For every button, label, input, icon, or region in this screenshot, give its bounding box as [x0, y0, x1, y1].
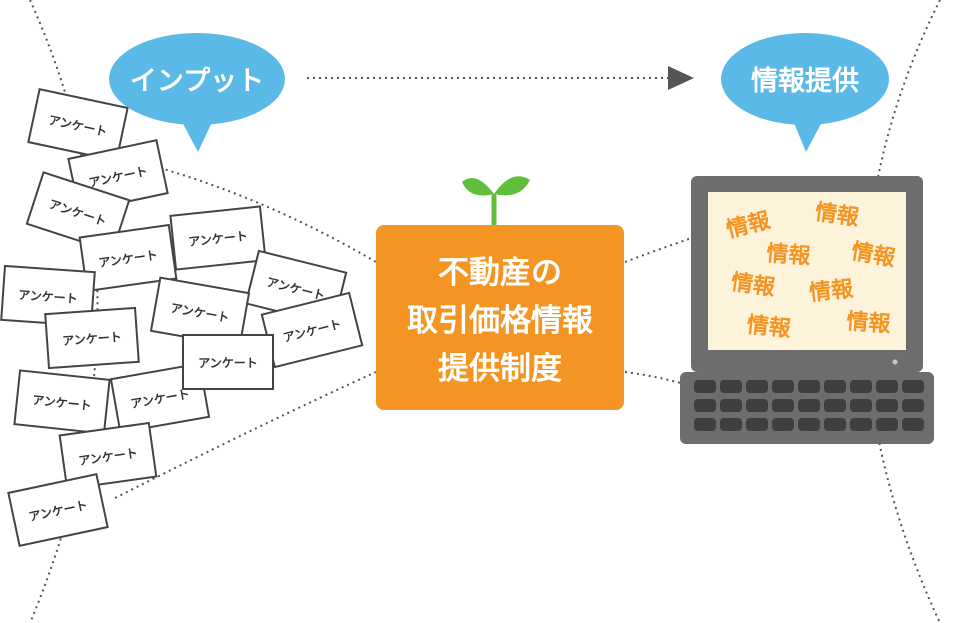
center-system-box: 不動産の 取引価格情報 提供制度 — [376, 225, 624, 410]
keyboard-key — [902, 418, 924, 431]
center-box-line-1: 不動産の — [438, 255, 562, 291]
keyboard-key — [902, 399, 924, 412]
keyboard-key — [798, 399, 820, 412]
keyboard-key — [720, 399, 742, 412]
keyboard-key — [798, 418, 820, 431]
screen-info-word: 情報 — [846, 309, 893, 338]
survey-card: アンケート — [260, 291, 364, 369]
survey-card-label: アンケート — [62, 330, 122, 348]
survey-card-label: アンケート — [32, 393, 93, 413]
funnel-line-upper-left — [159, 167, 377, 263]
survey-card: アンケート — [27, 88, 129, 162]
keyboard-key — [876, 380, 898, 393]
survey-card: アンケート — [0, 264, 96, 328]
survey-card: アンケート — [78, 223, 178, 293]
survey-card-label: アンケート — [188, 229, 249, 249]
keyboard-key — [746, 380, 768, 393]
survey-card: アンケート — [44, 306, 140, 370]
keyboard-key — [746, 399, 768, 412]
keyboard-key — [824, 399, 846, 412]
survey-card: アンケート — [7, 473, 109, 547]
keyboard-key — [798, 380, 820, 393]
keyboard-key — [850, 418, 872, 431]
keyboard-key — [824, 418, 846, 431]
keyboard-key — [876, 418, 898, 431]
screen-info-word: 情報 — [745, 312, 792, 343]
keyboard-key — [876, 399, 898, 412]
survey-card: アンケート — [58, 421, 158, 491]
laptop-indicator — [892, 359, 898, 365]
survey-card: アンケート — [169, 205, 267, 271]
keyboard-key — [902, 380, 924, 393]
center-box-line-2: 取引価格情報 — [407, 303, 594, 339]
keyboard-key — [694, 399, 716, 412]
output-bubble-label: 情報提供 — [751, 66, 859, 97]
survey-card: アンケート — [149, 276, 251, 348]
survey-card-stack: アンケートアンケートアンケートアンケートアンケートアンケートアンケートアンケート… — [0, 88, 364, 547]
survey-card: アンケート — [25, 171, 131, 253]
keyboard-key — [694, 380, 716, 393]
input-bubble: インプット — [109, 33, 285, 152]
keyboard-key — [720, 418, 742, 431]
laptop-icon: 情報情報情報情報情報情報情報情報 — [680, 176, 934, 444]
screen-info-word: 情報 — [808, 276, 855, 307]
funnel-line-lower-left — [114, 371, 377, 499]
laptop-keyboard — [694, 380, 924, 431]
center-box-line-3: 提供制度 — [438, 351, 562, 387]
survey-card: アンケート — [13, 369, 111, 435]
keyboard-key — [850, 399, 872, 412]
keyboard-key — [850, 380, 872, 393]
survey-card-label: アンケート — [198, 356, 258, 370]
sprout-icon — [462, 176, 530, 227]
survey-card: アンケート — [182, 334, 274, 390]
flow-arrowhead-icon — [668, 66, 694, 90]
output-bubble: 情報提供 — [721, 33, 889, 152]
keyboard-key — [746, 418, 768, 431]
screen-info-word: 情報 — [813, 199, 861, 231]
survey-card-label: アンケート — [18, 288, 78, 306]
keyboard-key — [772, 380, 794, 393]
keyboard-key — [720, 380, 742, 393]
laptop-screen — [708, 192, 906, 350]
screen-info-word: 情報 — [729, 269, 777, 301]
input-bubble-label: インプット — [130, 66, 264, 97]
left-dotted-arc — [29, 0, 99, 623]
screen-info-words: 情報情報情報情報情報情報情報情報 — [724, 199, 898, 342]
keyboard-key — [772, 399, 794, 412]
screen-info-word: 情報 — [766, 241, 813, 270]
keyboard-key — [824, 380, 846, 393]
keyboard-key — [694, 418, 716, 431]
keyboard-key — [772, 418, 794, 431]
